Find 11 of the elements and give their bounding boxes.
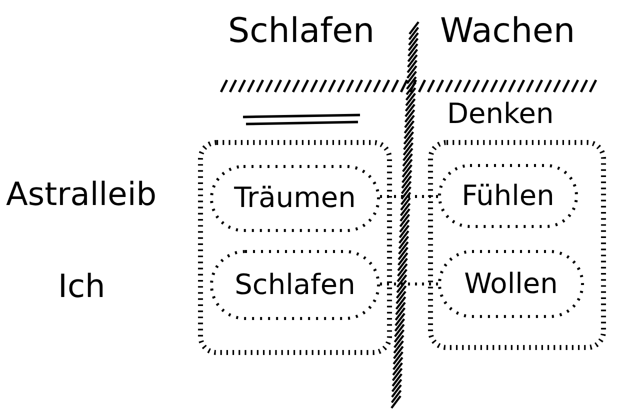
- dotted-connector: [380, 195, 438, 198]
- sub-heading: Denken: [447, 98, 554, 130]
- row-label: Ich: [58, 268, 106, 305]
- node-label: Wollen: [464, 268, 558, 300]
- node-label: Träumen: [234, 182, 356, 215]
- node-label: Fühlen: [462, 180, 554, 212]
- column-heading: Schlafen: [228, 12, 375, 52]
- column-heading: Wachen: [440, 12, 575, 52]
- row-label: Astralleib: [6, 176, 157, 213]
- dotted-connector: [380, 282, 438, 286]
- node-label: Schlafen: [234, 268, 356, 302]
